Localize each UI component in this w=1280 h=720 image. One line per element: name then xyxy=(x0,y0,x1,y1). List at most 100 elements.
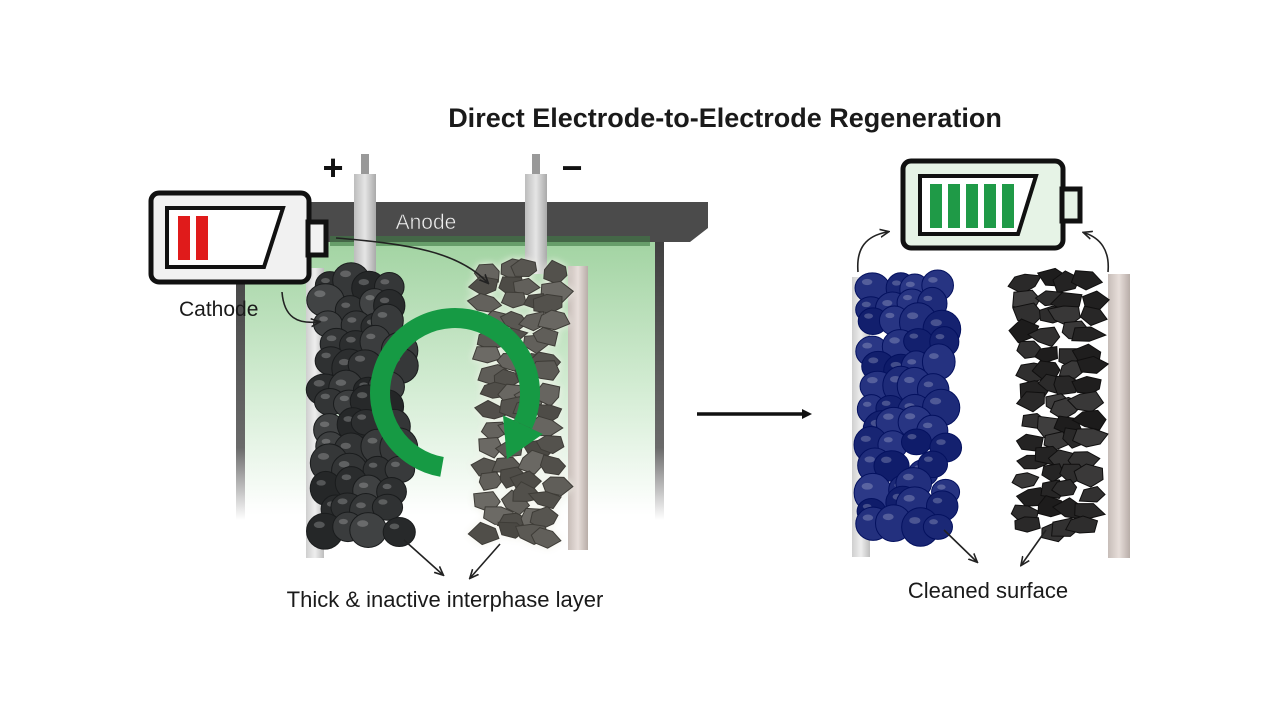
anode-flake xyxy=(1064,515,1099,534)
cathode-particle-highlight xyxy=(341,474,352,481)
anode-flake xyxy=(1071,428,1109,448)
cathode-particle-highlight xyxy=(366,333,376,340)
cathode-particle-highlight xyxy=(903,473,914,481)
charge-bar xyxy=(930,184,942,228)
anode-flake xyxy=(512,277,541,296)
charge-bar xyxy=(948,184,960,228)
cathode-particle-highlight xyxy=(379,297,390,304)
cathode-particle-highlight xyxy=(382,483,392,490)
anode-flake xyxy=(500,291,527,309)
anode-flake xyxy=(530,527,562,549)
cathode-label: Cathode xyxy=(179,298,258,321)
cathode-particle-highlight xyxy=(380,279,390,285)
cathode-particle-highlight xyxy=(320,393,330,400)
charge-bar xyxy=(178,216,190,260)
cathode-particle-highlight xyxy=(313,521,325,529)
cathode-particle-highlight xyxy=(357,392,368,399)
cathode-particle-highlight xyxy=(937,484,946,490)
cathode-particle-highlight xyxy=(906,312,919,320)
anode-flake xyxy=(1053,375,1080,396)
anode-flake xyxy=(532,293,563,314)
cathode-particle-highlight xyxy=(909,333,919,339)
cathode-particle-highlight xyxy=(341,302,351,308)
minus-sign: − xyxy=(561,147,582,188)
anode-flake xyxy=(1079,305,1108,327)
before-caption: Thick & inactive interphase layer xyxy=(287,587,604,612)
anode-flake xyxy=(1015,391,1045,413)
cathode-particle-highlight xyxy=(354,355,366,362)
cathode-particle-highlight xyxy=(861,301,871,308)
anode-flake xyxy=(1071,409,1107,431)
anode-flake xyxy=(1015,433,1044,453)
cathode-particle xyxy=(922,513,953,540)
cathode-particle xyxy=(382,516,416,547)
after-arrow-anode-to-battery xyxy=(1085,233,1110,273)
cathode-particle-highlight xyxy=(892,280,901,286)
anode-flake xyxy=(1016,340,1041,359)
cathode-particle-highlight xyxy=(314,290,326,298)
anode-flake xyxy=(1050,478,1078,497)
cathode-particle-highlight xyxy=(903,294,912,301)
cathode-particle-highlight xyxy=(905,281,915,288)
diagram-title: Direct Electrode-to-Electrode Regenerati… xyxy=(448,103,1002,133)
after-arrow-cathode-to-battery xyxy=(857,232,887,273)
battery-before-terminal xyxy=(305,219,329,258)
cathode-particle-highlight xyxy=(862,401,872,407)
cathode-particle xyxy=(371,493,404,521)
anode-particles-after xyxy=(1007,267,1110,543)
anode-flake xyxy=(539,454,567,476)
anode-flake xyxy=(1011,472,1040,489)
after-cell xyxy=(852,267,1130,558)
cycle-arc xyxy=(370,308,540,477)
cathode-particle-highlight xyxy=(889,337,900,344)
cathode-terminal-tip xyxy=(361,154,369,176)
cathode-particles-before xyxy=(305,262,419,550)
lid-green-edge xyxy=(330,236,650,246)
charge-bar xyxy=(984,184,996,228)
anode-terminal xyxy=(525,174,547,274)
anode-flake xyxy=(535,434,565,455)
anode-flake xyxy=(1066,390,1105,413)
cathode-particle-highlight xyxy=(881,400,891,406)
cathode-particle-highlight xyxy=(313,379,325,387)
anode-flake xyxy=(473,399,509,420)
anode-flake xyxy=(1070,270,1104,291)
cathode-particle xyxy=(349,512,388,548)
cathode-particle-highlight xyxy=(357,520,369,527)
cathode-particle-highlight xyxy=(904,376,915,384)
cathode-particle-highlight xyxy=(882,299,893,307)
cathode-particle-highlight xyxy=(365,294,375,301)
after-caption: Cleaned surface xyxy=(908,578,1068,603)
cathode-particle-highlight xyxy=(923,381,934,388)
cathode-particle-highlight xyxy=(883,437,893,443)
anode-flake xyxy=(1014,516,1041,533)
battery-after-terminal xyxy=(1059,186,1083,224)
anode-flake xyxy=(1071,375,1102,395)
cathode-particle-highlight xyxy=(923,456,933,462)
cathode-particle-highlight xyxy=(377,312,388,318)
anode-label: Anode xyxy=(396,211,457,234)
cathode-particle-highlight xyxy=(357,414,367,420)
cathode-particle-highlight xyxy=(319,316,328,322)
cathode-particle-highlight xyxy=(321,277,330,284)
anode-collector-after xyxy=(1108,274,1130,558)
cathode-particle-highlight xyxy=(929,519,938,525)
cathode-particle-highlight xyxy=(935,334,945,340)
cathode-particle-highlight xyxy=(867,376,878,384)
cathode-particle-highlight xyxy=(343,416,353,422)
cathode-particle-highlight xyxy=(903,494,915,502)
battery-after xyxy=(900,158,1083,251)
cathode-particle-highlight xyxy=(389,523,400,530)
cathode-particle-highlight xyxy=(907,433,917,440)
charge-bar xyxy=(966,184,978,228)
cathode-particle-highlight xyxy=(864,313,873,319)
anode-flake xyxy=(467,521,500,546)
container-frame-right xyxy=(655,230,664,520)
cathode-particle-highlight xyxy=(338,461,350,468)
cathode-particle-highlight xyxy=(928,353,939,359)
cathode-particle-highlight xyxy=(337,498,348,505)
anode-terminal-tip xyxy=(532,154,540,176)
anode-collector-before xyxy=(568,266,588,550)
after-pointer-cathode xyxy=(943,529,976,561)
cathode-particle-highlight xyxy=(316,480,326,486)
